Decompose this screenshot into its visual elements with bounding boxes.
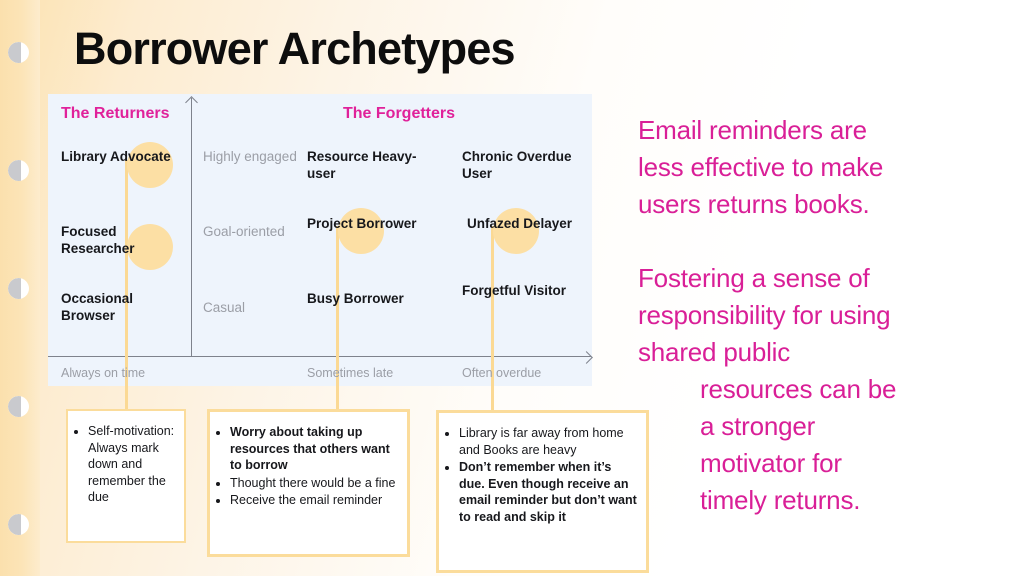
commentary-line: Fostering a sense of xyxy=(638,263,870,293)
matrix-cell-forgetful-visitor[interactable]: Forgetful Visitor xyxy=(462,283,567,298)
matrix-cell-library-advocate[interactable]: Library Advocate xyxy=(61,149,171,164)
callout-box-project-borrower: Worry about taking up resources that oth… xyxy=(207,409,410,557)
commentary-line: Email reminders are xyxy=(638,115,867,145)
commentary-panel: Email reminders are less effective to ma… xyxy=(638,112,1014,519)
marker-dot-project-borrower xyxy=(338,208,384,254)
y-axis-tick-highly-engaged: Highly engaged xyxy=(203,149,297,164)
archetype-matrix: The Returners The Forgetters Library Adv… xyxy=(48,94,592,386)
callout-bullet-list: Library is far away from home and Books … xyxy=(439,425,644,525)
callout-box-returners: Self-motivation: Always mark down and re… xyxy=(66,409,186,543)
commentary-line: resources can be xyxy=(700,374,897,404)
binder-hole-icon xyxy=(8,160,29,181)
binder-hole-icon xyxy=(8,396,29,417)
commentary-line: motivator for xyxy=(700,448,842,478)
page-title: Borrower Archetypes xyxy=(74,23,516,74)
commentary-line: users returns books. xyxy=(638,189,870,219)
matrix-cell-occasional-browser[interactable]: Occasional Browser xyxy=(61,291,134,323)
x-axis-tick-often-overdue: Often overdue xyxy=(462,366,542,380)
y-axis-tick-goal-oriented: Goal-oriented xyxy=(203,224,285,239)
callout-box-unfazed-delayer: Library is far away from home and Books … xyxy=(436,410,649,573)
commentary-line: less effective to make xyxy=(638,152,884,182)
connector-line-unfazed-delayer xyxy=(491,226,494,410)
x-axis-tick-sometimes-late: Sometimes late xyxy=(307,366,394,380)
x-axis-arrow xyxy=(48,356,591,357)
connector-line-project-borrower xyxy=(336,226,339,409)
list-item: Self-motivation: Always mark down and re… xyxy=(88,423,176,506)
commentary-line: responsibility for using xyxy=(638,300,891,330)
list-item: Library is far away from home and Books … xyxy=(459,425,638,458)
x-axis-tick-always-on-time: Always on time xyxy=(61,366,146,380)
connector-line-returners xyxy=(125,160,128,409)
group-label-forgetters: The Forgetters xyxy=(343,105,456,122)
binder-hole-icon xyxy=(8,278,29,299)
list-item: Don’t remember when it’s due. Even thoug… xyxy=(459,459,638,525)
list-item: Thought there would be a fine xyxy=(230,475,399,492)
commentary-paragraph-2: Fostering a sense of responsibility for … xyxy=(638,260,1014,519)
marker-dot-library-advocate xyxy=(127,142,173,188)
matrix-cell-unfazed-delayer[interactable]: Unfazed Delayer xyxy=(467,216,573,231)
matrix-cell-project-borrower[interactable]: Project Borrower xyxy=(307,216,417,231)
binder-strip xyxy=(0,0,40,576)
y-axis-tick-casual: Casual xyxy=(203,300,246,315)
matrix-cell-focused-researcher[interactable]: Focused Researcher xyxy=(61,224,135,256)
matrix-cell-busy-borrower[interactable]: Busy Borrower xyxy=(307,291,404,306)
group-label-returners: The Returners xyxy=(61,105,170,122)
marker-dot-focused-researcher xyxy=(127,224,173,270)
matrix-cell-chronic-overdue-user[interactable]: Chronic Overdue User xyxy=(462,149,572,181)
matrix-cell-resource-heavy-user[interactable]: Resource Heavy-user xyxy=(307,149,417,181)
callout-bullet-list: Worry about taking up resources that oth… xyxy=(210,424,405,509)
commentary-line: a stronger xyxy=(700,411,816,441)
list-item: Worry about taking up resources that oth… xyxy=(230,424,399,474)
commentary-paragraph-1: Email reminders are less effective to ma… xyxy=(638,112,1014,223)
callout-bullet-list: Self-motivation: Always mark down and re… xyxy=(68,423,182,506)
binder-hole-icon xyxy=(8,42,29,63)
list-item: Receive the email reminder xyxy=(230,492,399,509)
marker-dot-unfazed-delayer xyxy=(493,208,539,254)
paragraph-spacer xyxy=(638,223,1014,260)
binder-hole-icon xyxy=(8,514,29,535)
commentary-line: timely returns. xyxy=(700,485,861,515)
y-axis-arrow xyxy=(191,98,192,356)
commentary-line: shared public xyxy=(638,337,791,367)
